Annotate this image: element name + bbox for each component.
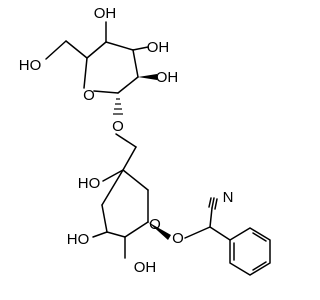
ring-bond <box>117 76 139 94</box>
phenyl-ring <box>229 227 271 276</box>
oh-bond <box>132 46 149 51</box>
wedge-bond <box>138 74 157 80</box>
ring-bond <box>106 231 126 238</box>
oh-bond <box>102 169 124 182</box>
nitrile-bond <box>211 197 215 209</box>
ring-bond <box>101 169 124 206</box>
ch2-bond <box>65 40 88 59</box>
ring-bond <box>105 41 134 51</box>
c-phenyl-bond <box>209 226 231 241</box>
glycosidic-oxygen-label: O <box>112 118 124 135</box>
nitrile-bond <box>208 197 212 208</box>
ring-bond <box>132 49 139 78</box>
lower-oh-c4-label: HO <box>78 175 101 192</box>
ch2oh-bond <box>45 40 67 60</box>
lower-oh-c3-label: HO <box>67 231 90 248</box>
hashed-bond <box>113 98 123 115</box>
o-c-bond <box>184 226 211 239</box>
chemical-structure: O OH OH OH HO O HO HO OH O N O <box>19 5 271 276</box>
aglycone <box>184 197 271 276</box>
upper-ring-oxygen-label: O <box>83 87 95 104</box>
ch2-link-bond <box>115 133 137 148</box>
ring-bond <box>124 221 149 238</box>
upper-oh-top-right-label: OH <box>147 39 170 56</box>
ring-bond <box>86 41 107 59</box>
upper-oh-right-label: OH <box>156 69 179 86</box>
upper-oh-top-left-label: OH <box>94 5 117 22</box>
lower-glucose-ring <box>92 146 171 259</box>
ring-bond <box>93 90 119 94</box>
oh-bond <box>92 231 108 238</box>
upper-ch2oh-label: HO <box>19 57 42 74</box>
wedge-bond <box>148 222 171 240</box>
c-cn-bond <box>209 207 213 228</box>
anomeric-oxygen-label: O <box>172 230 184 247</box>
lower-oh-c2-label: OH <box>134 259 157 276</box>
upper-glucose-ring <box>45 21 157 148</box>
ring-bond <box>101 204 108 233</box>
ring-bond <box>122 146 137 171</box>
nitrile-bond <box>214 198 218 210</box>
nitrile-nitrogen-label: N <box>223 189 234 206</box>
ring-bond <box>83 57 88 89</box>
ring-bond <box>122 169 149 191</box>
lower-ring-oxygen-label: O <box>149 216 161 233</box>
